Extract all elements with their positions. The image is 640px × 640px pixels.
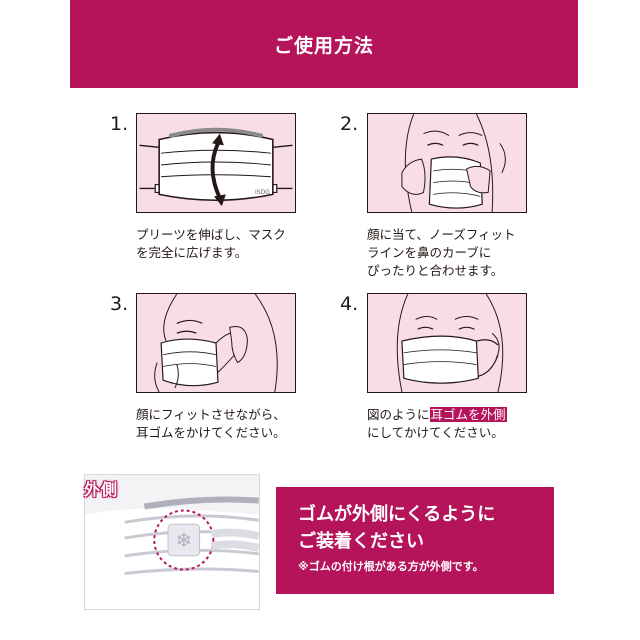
step-2-number: 2. xyxy=(340,113,359,135)
wearing-notice-box: ゴムが外側にくるように ご装着ください ※ゴムの付け根がある方が外側です。 xyxy=(276,487,554,594)
header-banner: ご使用方法 xyxy=(70,0,578,88)
step-2-text: 顔に当て、ノーズフィット ラインを鼻のカーブに ぴったりと合わせます。 xyxy=(367,227,516,278)
step-3-illustration xyxy=(136,293,296,393)
highlight-ear-loop-outside: 耳ゴムを外側 xyxy=(429,407,507,422)
step-2-illustration xyxy=(367,113,527,213)
mask-brand-label: ISDG xyxy=(255,189,270,196)
svg-text:❄: ❄ xyxy=(176,529,193,552)
page-title: ご使用方法 xyxy=(273,34,374,57)
fit-nose-icon xyxy=(368,114,526,212)
mask-closeup-photo: ❄ xyxy=(84,474,260,610)
step-1-text: プリーツを伸ばし、マスク を完全に広げます。 xyxy=(136,227,286,260)
hook-ear-loop-icon xyxy=(137,294,295,392)
step-1-number: 1. xyxy=(110,113,129,135)
mask-unfold-icon xyxy=(137,114,295,212)
step-4-illustration xyxy=(367,293,527,393)
ear-loop-closeup-icon: ❄ xyxy=(85,475,259,609)
notice-line-1: ゴムが外側にくるように xyxy=(298,504,496,525)
step-3-text: 顔にフィットさせながら、 耳ゴムをかけてください。 xyxy=(136,407,286,440)
notice-footnote: ※ゴムの付け根がある方が外側です。 xyxy=(298,560,484,573)
step-1-illustration: ISDG xyxy=(136,113,296,213)
step-4-text: 図のように耳ゴムを外側 にしてかけてください。 xyxy=(367,407,507,440)
mask-worn-icon xyxy=(368,294,526,392)
outside-label: 外側 xyxy=(84,480,119,499)
step-3-number: 3. xyxy=(110,293,129,315)
notice-line-2: ご装着ください xyxy=(298,531,424,552)
step-4-number: 4. xyxy=(340,293,359,315)
